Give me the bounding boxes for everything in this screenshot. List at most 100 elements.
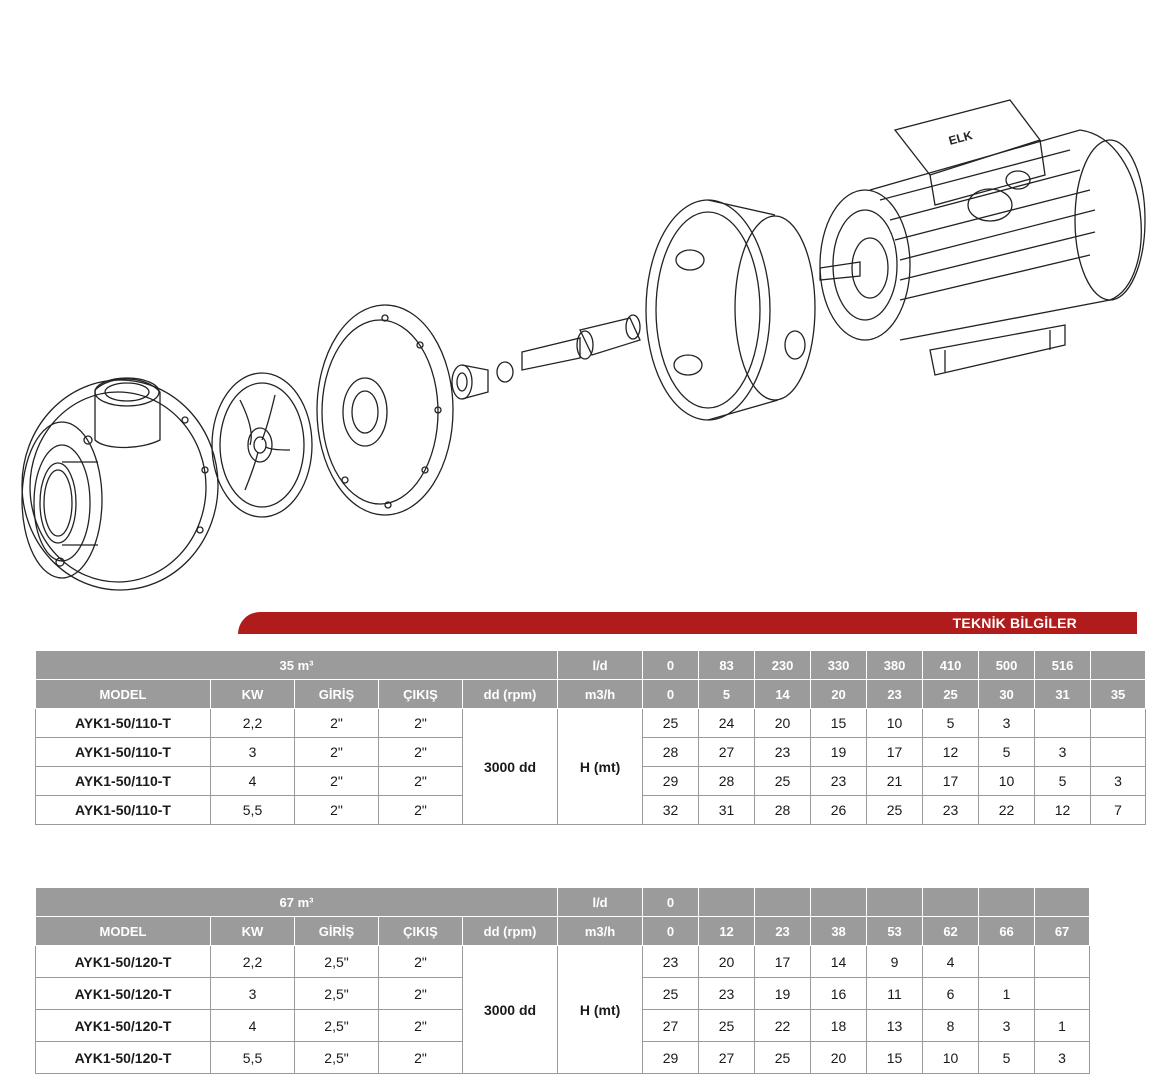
head-cell: 23	[754, 737, 812, 767]
table-row: AYK1-50/120-T 3 2,5" 2" 25 23 19 16 11 6…	[35, 977, 1091, 1010]
col-header-model: MODEL	[35, 916, 211, 946]
ld-value: 0	[642, 887, 700, 917]
ld-value: 83	[698, 650, 756, 680]
motor-brand-text: ELK	[947, 128, 974, 148]
head-cell: 5	[978, 737, 1036, 767]
shaft	[521, 314, 641, 371]
electric-motor	[819, 99, 1146, 376]
ld-value	[922, 887, 980, 917]
ld-value	[866, 887, 924, 917]
ld-value	[1090, 650, 1147, 680]
col-header-cikis: ÇIKIŞ	[378, 916, 463, 946]
m3h-value: 30	[978, 679, 1036, 709]
giris-cell: 2,5"	[294, 977, 379, 1010]
head-label-cell: H (mt)	[557, 708, 644, 825]
cikis-cell: 2"	[378, 945, 463, 978]
head-cell: 29	[642, 1041, 700, 1074]
mechanical-seal	[451, 361, 514, 400]
m3h-value: 66	[978, 916, 1036, 946]
head-cell: 20	[810, 1041, 868, 1074]
kw-cell: 3	[210, 977, 295, 1010]
col-header-model: MODEL	[35, 679, 211, 709]
head-cell: 1	[978, 977, 1036, 1010]
m3h-value: 5	[698, 679, 756, 709]
kw-cell: 2,2	[210, 708, 295, 738]
giris-cell: 2,5"	[294, 945, 379, 978]
head-cell: 17	[922, 766, 980, 796]
head-cell: 7	[1090, 795, 1147, 825]
spec-table-2: 67 m³ l/d 0 MODEL KW GİRİŞ ÇIKIŞ dd (rpm…	[34, 887, 1091, 1074]
head-cell: 26	[810, 795, 868, 825]
model-cell: AYK1-50/110-T	[35, 795, 211, 825]
head-cell	[1090, 708, 1147, 738]
giris-cell: 2,5"	[294, 1009, 379, 1042]
col-header-rpm: dd (rpm)	[461, 916, 559, 946]
kw-cell: 5,5	[210, 795, 295, 825]
m3h-value: 35	[1090, 679, 1147, 709]
head-cell: 24	[698, 708, 756, 738]
head-cell: 8	[922, 1009, 980, 1042]
m3h-value: 38	[810, 916, 868, 946]
table-row: AYK1-50/110-T 3 2" 2" 28 27 23 19 17 12 …	[35, 737, 1147, 767]
table-row: AYK1-50/120-T 5,5 2,5" 2" 29 27 25 20 15…	[35, 1041, 1091, 1074]
table-row: AYK1-50/120-T 2,2 2,5" 2" 3000 dd H (mt)…	[35, 945, 1091, 1074]
head-cell: 11	[866, 977, 924, 1010]
head-cell: 14	[810, 945, 868, 978]
head-cell: 27	[698, 737, 756, 767]
cikis-cell: 2"	[378, 708, 463, 738]
col-header-kw: KW	[210, 679, 295, 709]
m3h-value: 14	[754, 679, 812, 709]
head-cell: 22	[754, 1009, 812, 1042]
spec-table-1: 35 m³ l/d 0 83 230 330 380 410 500 516 M…	[34, 650, 1147, 825]
ld-value: 500	[978, 650, 1036, 680]
head-cell: 3	[1034, 1041, 1091, 1074]
model-cell: AYK1-50/120-T	[35, 1009, 211, 1042]
col-header-kw: KW	[210, 916, 295, 946]
model-cell: AYK1-50/110-T	[35, 737, 211, 767]
head-cell: 25	[698, 1009, 756, 1042]
kw-cell: 4	[210, 766, 295, 796]
giris-cell: 2"	[294, 737, 379, 767]
cikis-cell: 2"	[378, 766, 463, 796]
ld-value	[978, 887, 1036, 917]
capacity-label: 35 m³	[34, 650, 559, 680]
kw-cell: 4	[210, 1009, 295, 1042]
ld-value: 230	[754, 650, 812, 680]
m3h-value: 0	[642, 679, 700, 709]
speed-cell: 3000 dd	[461, 708, 559, 825]
head-cell: 12	[1034, 795, 1092, 825]
ld-value: 330	[810, 650, 868, 680]
ld-value	[754, 887, 812, 917]
head-cell: 3	[978, 1009, 1036, 1042]
head-cell	[1034, 977, 1091, 1010]
head-cell: 4	[922, 945, 980, 978]
head-cell: 28	[754, 795, 812, 825]
m3h-value: 31	[1034, 679, 1092, 709]
head-cell: 20	[754, 708, 812, 738]
giris-cell: 2"	[294, 766, 379, 796]
col-header-m3h: m3/h	[557, 916, 644, 946]
cikis-cell: 2"	[378, 977, 463, 1010]
head-cell: 19	[754, 977, 812, 1010]
head-cell: 12	[922, 737, 980, 767]
pump-housing	[21, 377, 219, 591]
ld-label: l/d	[557, 650, 644, 680]
giris-cell: 2"	[294, 795, 379, 825]
head-cell: 21	[866, 766, 924, 796]
m3h-value: 62	[922, 916, 980, 946]
head-cell: 25	[754, 766, 812, 796]
head-cell: 10	[922, 1041, 980, 1074]
ld-value	[1034, 887, 1091, 917]
table-header-row: MODEL KW GİRİŞ ÇIKIŞ dd (rpm) m3/h 0 12 …	[35, 916, 1091, 946]
section-title: TEKNİK BİLGİLER	[952, 615, 1077, 631]
head-cell: 27	[642, 1009, 700, 1042]
head-cell: 23	[810, 766, 868, 796]
table-row: AYK1-50/110-T 5,5 2" 2" 32 31 28 26 25 2…	[35, 795, 1147, 825]
head-cell: 17	[866, 737, 924, 767]
ld-value	[698, 887, 756, 917]
head-cell: 17	[754, 945, 812, 978]
head-cell: 13	[866, 1009, 924, 1042]
head-cell: 25	[642, 977, 700, 1010]
head-cell	[1090, 737, 1147, 767]
m3h-value: 67	[1034, 916, 1091, 946]
